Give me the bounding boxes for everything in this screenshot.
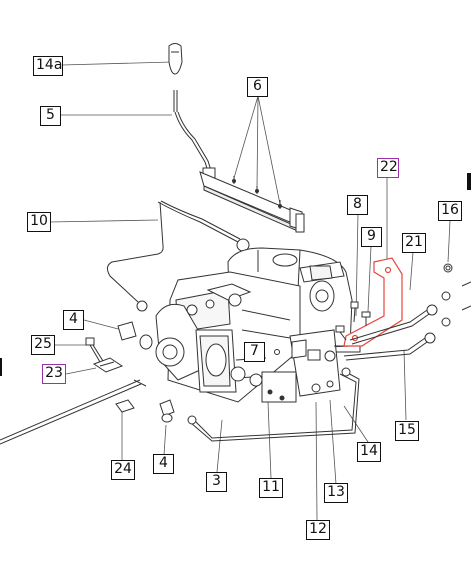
rod-and-plate-24 (0, 379, 147, 445)
bolt-25 (85, 337, 104, 363)
callout-21[interactable]: 21 (402, 233, 426, 253)
cropped-callout-right (467, 173, 471, 190)
fittings-4 (117, 321, 175, 423)
callout-24[interactable]: 24 (111, 460, 135, 480)
callout-3[interactable]: 3 (206, 472, 227, 492)
screw-7 (274, 349, 280, 355)
pipe-10 (106, 200, 250, 312)
callout-25[interactable]: 25 (31, 335, 55, 355)
callout-4-upper[interactable]: 4 (63, 310, 84, 330)
callout-23[interactable]: 23 (42, 364, 66, 384)
side-valve-block (187, 329, 361, 442)
callout-7[interactable]: 7 (244, 342, 265, 362)
callout-11[interactable]: 11 (259, 478, 283, 498)
leader-lines (49, 61, 451, 521)
callout-16[interactable]: 16 (438, 201, 462, 221)
callout-8[interactable]: 8 (347, 195, 368, 215)
pipes-21-15 (343, 304, 438, 361)
clip-23 (92, 357, 124, 373)
bolts-8-9 (335, 301, 371, 341)
lever-rod (173, 90, 216, 179)
valve-housing (155, 247, 353, 403)
callout-14[interactable]: 14 (357, 442, 381, 462)
callout-15[interactable]: 15 (395, 421, 419, 441)
rail-bracket (199, 171, 305, 233)
callout-4-lower[interactable]: 4 (153, 454, 174, 474)
callout-5[interactable]: 5 (40, 106, 61, 126)
callout-12[interactable]: 12 (306, 520, 330, 540)
callout-14a[interactable]: 14a (33, 56, 63, 76)
callout-10[interactable]: 10 (27, 212, 51, 232)
callout-13[interactable]: 13 (324, 483, 348, 503)
lever-knob (168, 43, 183, 75)
callout-9[interactable]: 9 (361, 227, 382, 247)
callout-22[interactable]: 22 (377, 158, 399, 178)
nut-16 (441, 263, 471, 327)
callout-6[interactable]: 6 (247, 77, 268, 97)
cropped-callout-left (0, 358, 2, 376)
